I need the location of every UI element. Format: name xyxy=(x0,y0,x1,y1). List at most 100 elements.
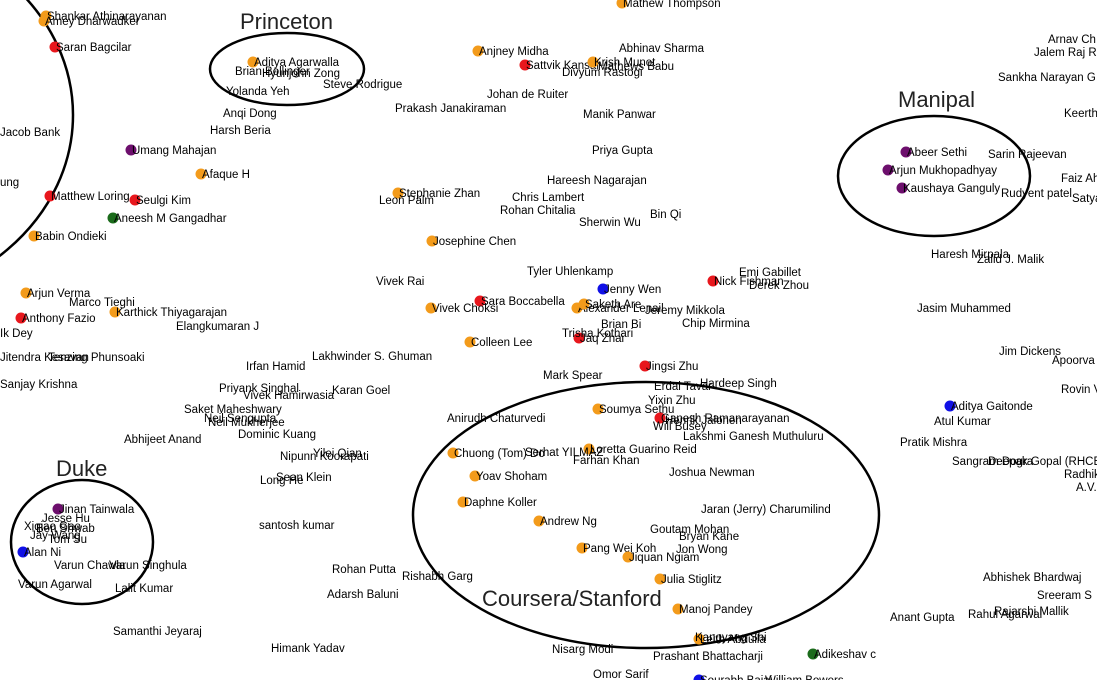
node: Pang Wei Koh xyxy=(576,542,656,555)
person-label: Faiz Ah xyxy=(1061,173,1097,185)
person-label: Sarin Rajeevan xyxy=(988,149,1067,161)
node-label: Stephanie Zhan xyxy=(399,188,480,200)
node-dot xyxy=(109,306,121,318)
node-dot xyxy=(28,230,40,242)
person-label: Sreeram S xyxy=(1037,590,1092,602)
node-dot xyxy=(573,332,585,344)
node-dot xyxy=(247,56,259,68)
person-label: Serhat YILMAZ xyxy=(525,447,603,459)
node-label: Sattvik Kansal xyxy=(526,60,599,72)
node-dot xyxy=(52,503,64,515)
person-label: Pratik Mishra xyxy=(900,437,968,449)
node-label: Pang Wei Koh xyxy=(583,543,656,555)
person-label: Anant Gupta xyxy=(890,612,955,624)
node-dot xyxy=(20,287,32,299)
person-label: Tom Su xyxy=(48,534,87,546)
person-label: Radhika xyxy=(1064,469,1097,481)
person-label: Ben Shwab xyxy=(36,523,95,535)
node: Saran Bagcilar xyxy=(49,41,132,54)
person-label: Rovin V xyxy=(1061,384,1097,396)
person-label: santosh kumar xyxy=(259,520,335,532)
node-dot xyxy=(49,41,61,53)
person-label: Vivek Hamirwasia xyxy=(243,390,335,402)
node-dot xyxy=(693,674,705,680)
node-label: Babin Ondieki xyxy=(35,231,107,243)
person-label: Abhijeet Anand xyxy=(124,434,201,446)
node-dot xyxy=(107,212,119,224)
node: Kaushaya Ganguly xyxy=(896,182,1000,195)
person-label: Jalem Raj R xyxy=(1034,47,1097,59)
node-label: Soumya Sethu xyxy=(599,404,674,416)
person-label: Hyunjohn Zong xyxy=(262,68,340,80)
person-label: Neil Mukherjee xyxy=(208,417,285,429)
node: Jinan Tainwala xyxy=(52,503,135,516)
node: Loretta Guarino Reid xyxy=(583,443,697,456)
person-label: Jay Wang xyxy=(30,530,81,542)
person-label: Rohan Putta xyxy=(332,564,397,576)
node: Chuong (Tom) Do xyxy=(447,447,545,460)
person-label: Nipunn Koorapati xyxy=(280,451,369,463)
node-label: Sourabh Bajaj xyxy=(700,675,772,680)
node: Umang Mahajan xyxy=(125,144,216,157)
person-label: Sanjay Krishna xyxy=(0,379,78,391)
person-label: Zalid J. Malik xyxy=(977,254,1044,266)
person-label: Bin Qi xyxy=(650,209,681,221)
person-label: Joshua Newman xyxy=(669,467,755,479)
duke-ring xyxy=(9,478,155,606)
node: Ganesh Ramanarayanan xyxy=(654,412,790,425)
person-label: Rahul Agarwal xyxy=(968,609,1042,621)
node-label: Arjun Verma xyxy=(27,288,91,300)
node-dot xyxy=(533,515,545,527)
node-label: Anjney Midha xyxy=(479,46,549,58)
node-dot xyxy=(672,603,684,615)
person-label: Trisha Kothari xyxy=(562,328,633,340)
coursera-stanford-ring xyxy=(411,380,881,650)
person-label: Omor Sarif xyxy=(593,669,649,680)
node: Karthick Thiyagarajan xyxy=(109,306,227,319)
node-dot xyxy=(15,312,27,324)
node-dot xyxy=(392,187,404,199)
person-label: Abhishek Bhardwaj xyxy=(983,572,1081,584)
person-label: Himank Yadav xyxy=(271,643,345,655)
person-label: Mark Spear xyxy=(543,370,603,382)
node-label: Vivek Choksi xyxy=(432,303,498,315)
node-label: Ganesh Ramanarayanan xyxy=(661,413,790,425)
node: Abeer Sethi xyxy=(900,146,967,159)
person-label: Rajarshi Mallik xyxy=(994,606,1069,618)
person-label: Tyler Uhlenkamp xyxy=(527,266,613,278)
node-label: Colleen Lee xyxy=(471,337,532,349)
person-label: Derek Zhou xyxy=(749,280,809,292)
person-label: Atul Kumar xyxy=(934,416,991,428)
node-label: Andrew Ng xyxy=(540,516,597,528)
node-dot xyxy=(38,15,50,27)
person-label: Farhan Khan xyxy=(573,455,640,467)
node-dot xyxy=(195,168,207,180)
person-label: Henrik Jalonen xyxy=(665,415,742,427)
person-label: Jon Wong xyxy=(676,544,728,556)
node-label: Nick Fishman xyxy=(714,276,784,288)
person-label: Jeremy Mikkola xyxy=(645,305,725,317)
node: Matthew Loring xyxy=(44,190,130,203)
node-dot xyxy=(807,648,819,660)
node-label: Matthew Loring xyxy=(51,191,130,203)
node-dot xyxy=(426,235,438,247)
node-label: Josephine Chen xyxy=(433,236,516,248)
person-label: Sean Klein xyxy=(276,472,332,484)
person-label: Samanthi Jeyaraj xyxy=(113,626,202,638)
node-dot xyxy=(622,551,634,563)
node-label: Jinan Tainwala xyxy=(59,504,135,516)
person-label: Jim Dickens xyxy=(999,346,1061,358)
node-label: Irfan Hamid xyxy=(246,361,305,373)
person-label: ung xyxy=(0,177,19,189)
person-label: William Bowers xyxy=(765,675,844,680)
person-label: Harsh Beria xyxy=(210,125,271,137)
node-dot xyxy=(474,295,486,307)
node-dot xyxy=(896,182,908,194)
node-label: Mathew Thompson xyxy=(623,0,721,10)
node: Daphne Koller xyxy=(457,496,537,509)
person-label: Bryan Kane xyxy=(679,531,739,543)
node: Saketh Are xyxy=(578,298,641,311)
node-dot xyxy=(592,403,604,415)
person-label: Mathews Babu xyxy=(598,61,674,73)
